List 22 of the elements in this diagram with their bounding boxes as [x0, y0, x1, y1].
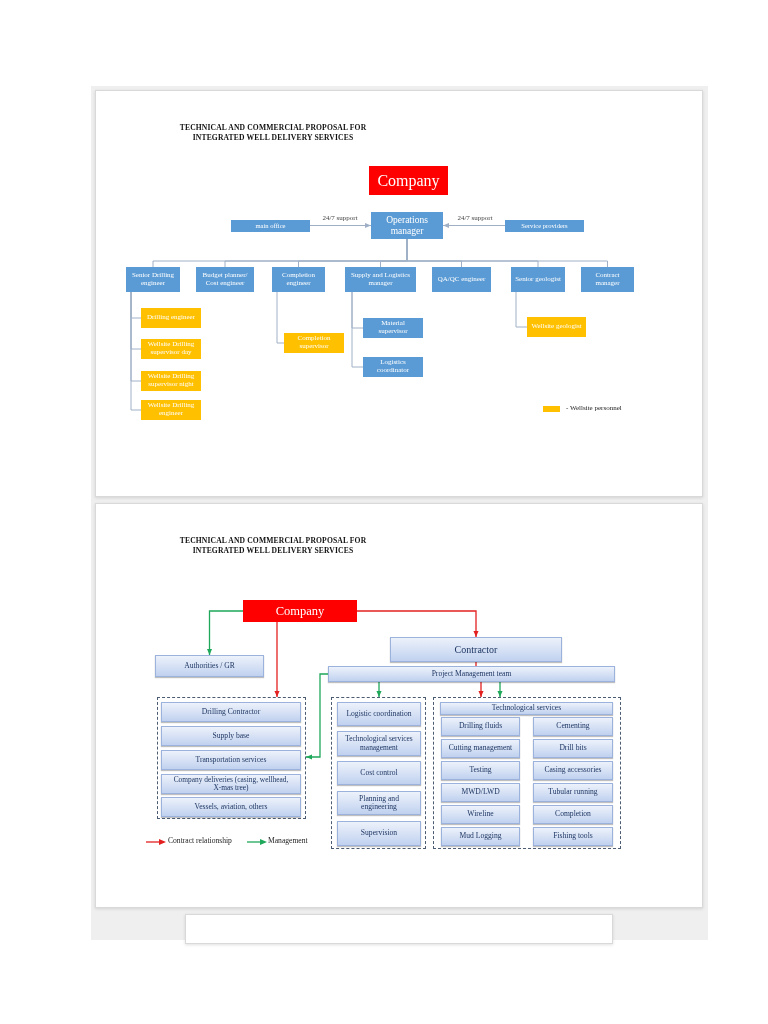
connector-line [475, 661, 477, 667]
connector-arrow [274, 621, 280, 698]
connector-arrow [497, 681, 503, 698]
dashed-group-frame [331, 697, 426, 849]
connector-arrow [478, 681, 484, 698]
org-box: Company [243, 600, 357, 622]
unit-box: Contractor [390, 637, 562, 662]
connector-line [351, 291, 364, 368]
connector-arrow [309, 222, 372, 229]
connector-line [515, 291, 528, 328]
role-box: Operations manager [371, 212, 443, 239]
connector-arrow [356, 610, 479, 638]
connector-arrow [206, 610, 244, 656]
dashed-group-frame [157, 697, 306, 819]
connector-line [276, 291, 285, 344]
connector-line [406, 238, 608, 268]
connector-arrow [305, 673, 329, 760]
connector-arrow [376, 681, 382, 698]
org-box: Company [369, 166, 448, 195]
connector-line [130, 291, 142, 411]
dashed-group-frame [433, 697, 621, 849]
connector-arrow [442, 222, 506, 229]
